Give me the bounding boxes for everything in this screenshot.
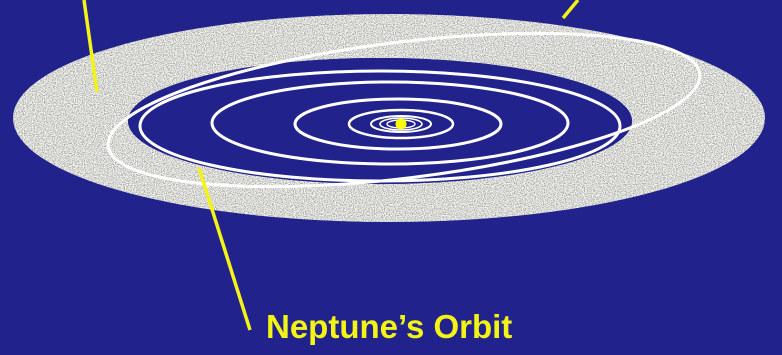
neptune-orbit-leader-line	[197, 167, 252, 331]
tilted-orbit	[106, 31, 702, 189]
neptune-orbit-line	[138, 69, 622, 183]
earth-orbit-line	[379, 117, 423, 131]
jupiter-orbit-line	[347, 108, 455, 140]
saturn-orbit-line	[293, 97, 503, 151]
inner-region	[128, 58, 632, 184]
kuiper-belt-leader-line	[82, 0, 99, 93]
tilted-orbit-leader-line	[561, 0, 580, 20]
neptune-orbit-label: Neptune’s Orbit	[266, 308, 513, 345]
sun	[395, 118, 407, 130]
uranus-orbit-line	[210, 80, 570, 166]
mars-orbit-line	[370, 115, 432, 133]
